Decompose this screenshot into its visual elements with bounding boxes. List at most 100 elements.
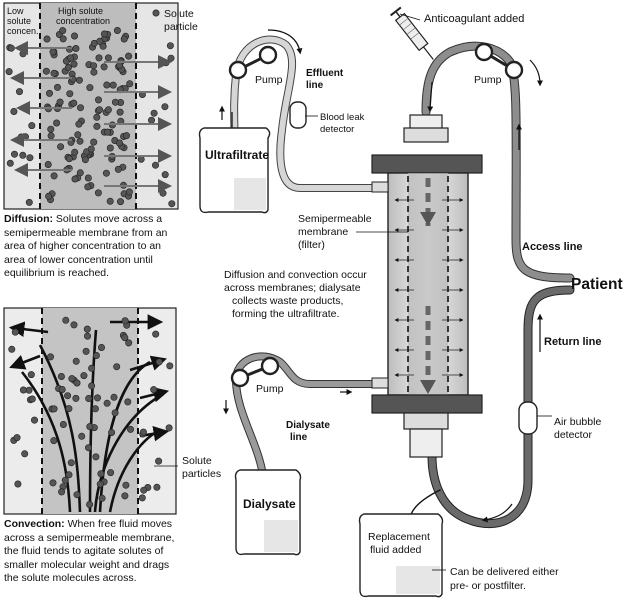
- solute-particle: [92, 351, 100, 359]
- circuit-tubing: [230, 35, 575, 529]
- solute-particle: [75, 76, 83, 84]
- solute-particle: [110, 393, 118, 401]
- solute-particle: [72, 44, 80, 52]
- solute-particle: [92, 453, 100, 461]
- membrane-label-2: membrane: [298, 226, 348, 238]
- solute-particle: [106, 144, 114, 152]
- solute-particle: [104, 106, 112, 114]
- solute-particle: [161, 171, 169, 179]
- access-line-label: Access line: [522, 241, 583, 253]
- solute-particle: [94, 394, 102, 402]
- solute-particle: [30, 416, 38, 424]
- solute-particle: [47, 125, 55, 133]
- high-concentration-label: High solute: [58, 6, 103, 16]
- solute-particle: [65, 471, 73, 479]
- replacement-fluid-label-2: fluid added: [370, 544, 422, 556]
- solute-particle: [159, 189, 167, 197]
- solute-particle: [82, 347, 90, 355]
- solute-particle: [19, 151, 27, 159]
- solute-particle: [104, 128, 112, 136]
- solute-particle: [59, 35, 67, 43]
- return-line-label: Return line: [544, 336, 601, 348]
- dialysate-bag-label: Dialysate: [243, 497, 296, 511]
- blood-leak-detector: [289, 101, 307, 129]
- solute-particle: [59, 27, 67, 35]
- solute-particle-label-2: particle: [164, 21, 198, 33]
- solute-particle: [21, 450, 29, 458]
- ultrafiltrate-label: Ultrafiltrate: [205, 148, 269, 162]
- solute-particle: [83, 325, 91, 333]
- solute-particle: [166, 42, 174, 50]
- solute-particle: [45, 89, 53, 97]
- top-cap: [371, 154, 483, 174]
- solute-particle: [67, 54, 75, 62]
- solute-particle: [155, 358, 163, 366]
- solute-particle: [19, 50, 27, 58]
- pump-effluent: [228, 45, 278, 80]
- solute-particle: [65, 405, 73, 413]
- pump-access-label: Pump: [474, 74, 502, 86]
- solute-particle: [116, 108, 124, 116]
- solute-particle: [86, 84, 94, 92]
- filter-arrows: [394, 198, 464, 377]
- solute-particle: [113, 26, 121, 34]
- solute-particle: [150, 109, 158, 117]
- solute-particle: [100, 63, 108, 71]
- solute-particle: [88, 364, 96, 372]
- process-label-2: across membranes; dialysate: [224, 282, 361, 294]
- solute-particle: [98, 343, 106, 351]
- high-concentration-label-2: concentration: [56, 16, 110, 26]
- process-label-4: forming the ultrafiltrate.: [232, 308, 339, 320]
- ultrafiltrate-bag: [198, 112, 271, 214]
- diffusion-caption-body: Solutes move across a semipermeable memb…: [4, 213, 168, 279]
- solute-particle: [76, 137, 84, 145]
- solute-particle: [113, 363, 121, 371]
- solute-particle: [167, 54, 175, 62]
- solute-particle: [86, 423, 94, 431]
- solute-particle: [168, 200, 176, 208]
- solute-particle: [73, 491, 81, 499]
- solute-particle: [47, 132, 55, 140]
- patient-label: Patient: [571, 276, 623, 293]
- solute-particle: [64, 392, 72, 400]
- solute-particle: [138, 494, 146, 502]
- solute-particle: [6, 159, 14, 167]
- solute-particle: [125, 339, 133, 347]
- solute-particle: [86, 500, 94, 508]
- solute-particle: [72, 357, 80, 365]
- replacement-fluid-bag: [358, 513, 444, 598]
- solute-particle: [61, 476, 69, 484]
- solute-particle: [87, 145, 95, 153]
- solute-particle: [152, 161, 160, 169]
- blood-leak-label: Blood leak: [320, 112, 365, 123]
- solute-particle: [44, 161, 52, 169]
- solute-particle: [25, 198, 33, 206]
- anticoagulant-label: Anticoagulant added: [424, 13, 524, 25]
- solute-particle: [165, 424, 173, 432]
- effluent-port: [371, 181, 389, 193]
- solute-particle: [53, 119, 61, 127]
- solute-particle: [70, 60, 78, 68]
- dialysate-port: [371, 377, 389, 389]
- solute-particle: [95, 96, 103, 104]
- solute-particle: [64, 64, 72, 72]
- solute-particle: [67, 459, 75, 467]
- solute-particle: [120, 35, 128, 43]
- solute-particle: [91, 405, 99, 413]
- solute-particle: [45, 192, 53, 200]
- solute-particle: [65, 155, 73, 163]
- solute-particle: [96, 37, 104, 45]
- solute-particle: [116, 139, 124, 147]
- solute-particle: [85, 444, 93, 452]
- air-bubble-detector: [518, 401, 538, 435]
- low-concentration-label: Low: [7, 6, 24, 16]
- pump-access: [474, 42, 524, 80]
- solute-particle: [49, 479, 57, 487]
- low-concentration-label-2: solute: [7, 16, 31, 26]
- solute-particle: [155, 457, 163, 465]
- convection-panel: Solute particles: [3, 307, 221, 515]
- solute-particle: [72, 394, 80, 402]
- solute-particles-label: Solute: [182, 455, 212, 467]
- solute-particle: [81, 156, 89, 164]
